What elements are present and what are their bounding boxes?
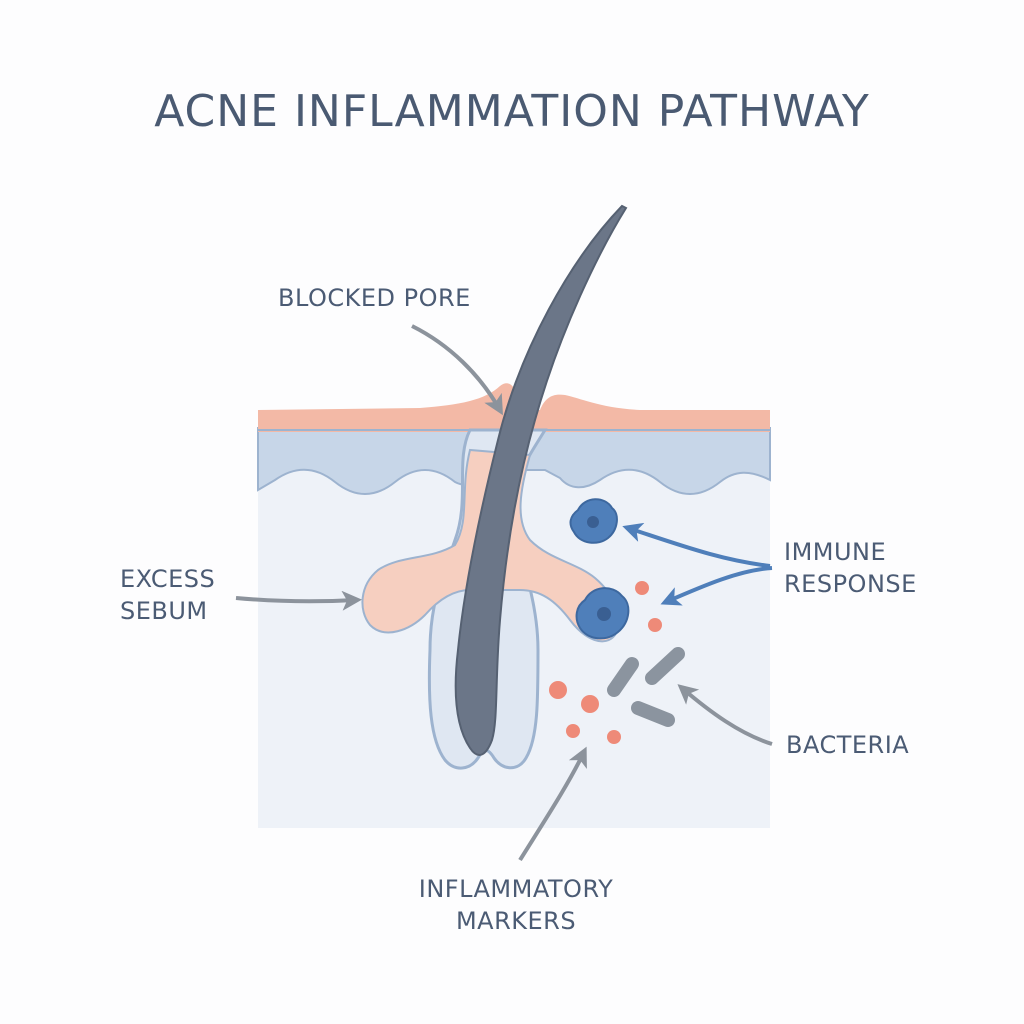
label-bacteria: BACTERIA [786,731,910,759]
bacterium [631,701,675,727]
bacterium [645,647,685,685]
label-blocked-pore: BLOCKED PORE [278,284,471,312]
label-excess-sebum: EXCESS SEBUM [120,565,216,625]
arrow-bacteria [677,684,773,746]
marker-dot [648,618,662,632]
marker-dot [607,730,621,744]
marker-dot [549,681,567,699]
arrow-immune-response-1 [622,522,771,568]
label-immune-response: IMMUNE RESPONSE [784,538,917,598]
arrow-immune-response-2 [660,566,773,606]
diagram-title: ACNE INFLAMMATION PATHWAY [154,86,870,137]
marker-dot [581,695,599,713]
arrow-blocked-pore [411,324,503,416]
marker-dot [635,581,649,595]
label-inflammatory-markers: INFLAMMATORY MARKERS [418,875,614,935]
arrow-excess-sebum [235,590,362,611]
hair-shaft [454,204,628,756]
bacterium [607,657,639,697]
marker-dot [566,724,580,738]
arrow-inflammatory-markers [518,746,587,862]
